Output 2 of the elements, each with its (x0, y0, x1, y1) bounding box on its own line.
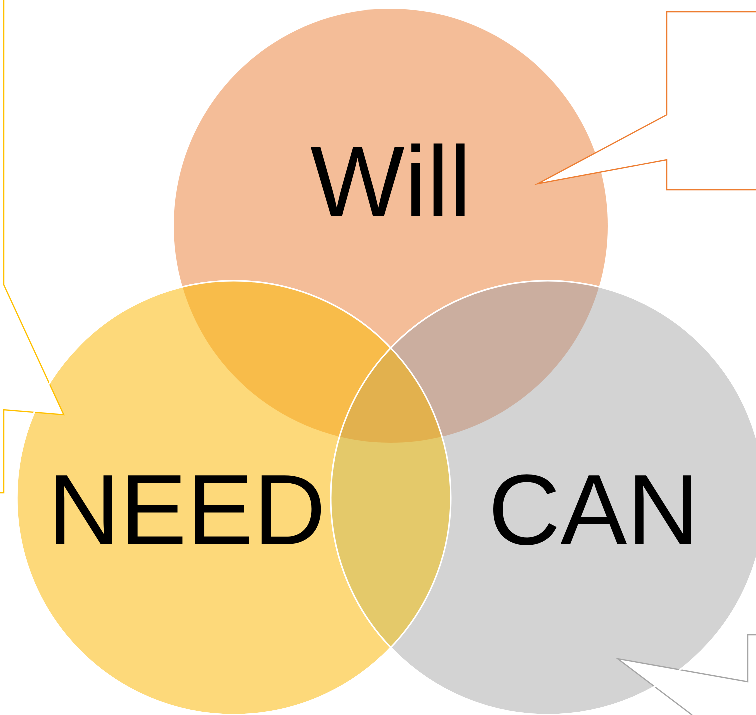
callout-box (616, 634, 756, 715)
callout-box (534, 11, 756, 191)
